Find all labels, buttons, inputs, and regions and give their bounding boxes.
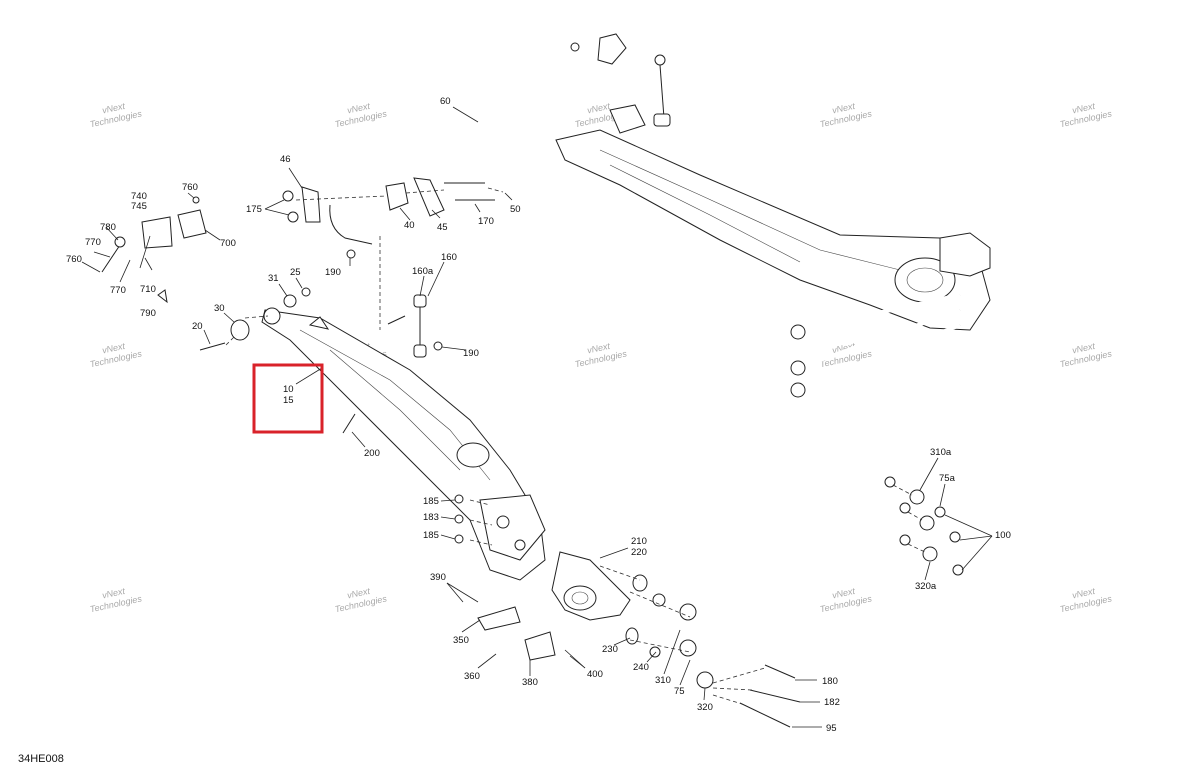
callout-380: 380 <box>522 677 538 688</box>
callout-710: 710 <box>140 284 156 295</box>
callout-25: 25 <box>290 267 301 278</box>
callout-46: 46 <box>280 154 291 165</box>
callout-15: 15 <box>283 395 294 406</box>
knuckle <box>551 551 631 621</box>
svg-text:vNext: vNext <box>1071 101 1096 116</box>
callout-390: 390 <box>430 572 446 583</box>
upper-trailing-arm-assembly <box>555 104 991 398</box>
callout-190b: 190 <box>463 348 479 359</box>
callout-310a: 310a <box>930 447 952 458</box>
callout-760a: 760 <box>182 182 198 193</box>
callout-200: 200 <box>364 448 380 459</box>
callout-100: 100 <box>995 530 1011 541</box>
callout-182: 182 <box>824 697 840 708</box>
callout-770a: 770 <box>85 237 101 248</box>
callout-40: 40 <box>404 220 415 231</box>
stabilizer-bar <box>328 33 671 245</box>
callout-50: 50 <box>510 204 521 215</box>
callout-240: 240 <box>633 662 649 673</box>
callout-320: 320 <box>697 702 713 713</box>
callout-310: 310 <box>655 675 671 686</box>
svg-text:vNext: vNext <box>586 341 611 356</box>
callout-20: 20 <box>192 321 203 332</box>
svg-text:vNext: vNext <box>346 586 371 601</box>
callout-780: 780 <box>100 222 116 233</box>
svg-text:vNext: vNext <box>101 101 126 116</box>
callout-170: 170 <box>478 216 494 227</box>
drawing-code: 34HE008 <box>18 753 64 765</box>
svg-text:vNext: vNext <box>101 586 126 601</box>
callout-30: 30 <box>214 303 225 314</box>
callout-180: 180 <box>822 676 838 687</box>
callout-75a: 75a <box>939 473 956 484</box>
callout-185b: 185 <box>423 530 439 541</box>
lateral-links <box>679 476 911 689</box>
callout-360: 360 <box>464 671 480 682</box>
callout-75: 75 <box>674 686 685 697</box>
lower-trailing-arm <box>261 307 546 581</box>
callout-175: 175 <box>246 204 262 215</box>
callout-790: 790 <box>140 308 156 319</box>
callout-350: 350 <box>453 635 469 646</box>
callout-745: 745 <box>131 201 147 212</box>
leader-lines <box>81 106 993 728</box>
callout-183: 183 <box>423 512 439 523</box>
callout-230: 230 <box>602 644 618 655</box>
svg-text:vNext: vNext <box>1071 586 1096 601</box>
callout-31: 31 <box>268 273 279 284</box>
callout-95: 95 <box>826 723 837 734</box>
highlight-box <box>252 363 324 434</box>
callout-185a: 185 <box>423 496 439 507</box>
callout-400: 400 <box>587 669 603 680</box>
callout-10: 10 <box>283 384 294 395</box>
callout-60: 60 <box>440 96 451 107</box>
svg-text:vNext: vNext <box>101 341 126 356</box>
svg-text:vNext: vNext <box>346 101 371 116</box>
callout-700: 700 <box>220 238 236 249</box>
callout-770b: 770 <box>110 285 126 296</box>
callout-320a: 320a <box>915 581 937 592</box>
callout-210: 210 <box>631 536 647 547</box>
callout-220: 220 <box>631 547 647 558</box>
callout-45: 45 <box>437 222 448 233</box>
callout-760b: 760 <box>66 254 82 265</box>
svg-text:vNext: vNext <box>586 101 611 116</box>
callout-160a: 160a <box>412 266 434 277</box>
small-hardware <box>101 177 964 728</box>
callout-740: 740 <box>131 191 147 202</box>
svg-text:vNext: vNext <box>831 101 856 116</box>
svg-text:vNext: vNext <box>1071 341 1096 356</box>
assembly-lines <box>225 187 926 705</box>
callout-190a: 190 <box>325 267 341 278</box>
callout-160: 160 <box>441 252 457 263</box>
callout-labels: 60 46 175 40 45 170 50 760 740 745 780 7… <box>66 96 1011 734</box>
